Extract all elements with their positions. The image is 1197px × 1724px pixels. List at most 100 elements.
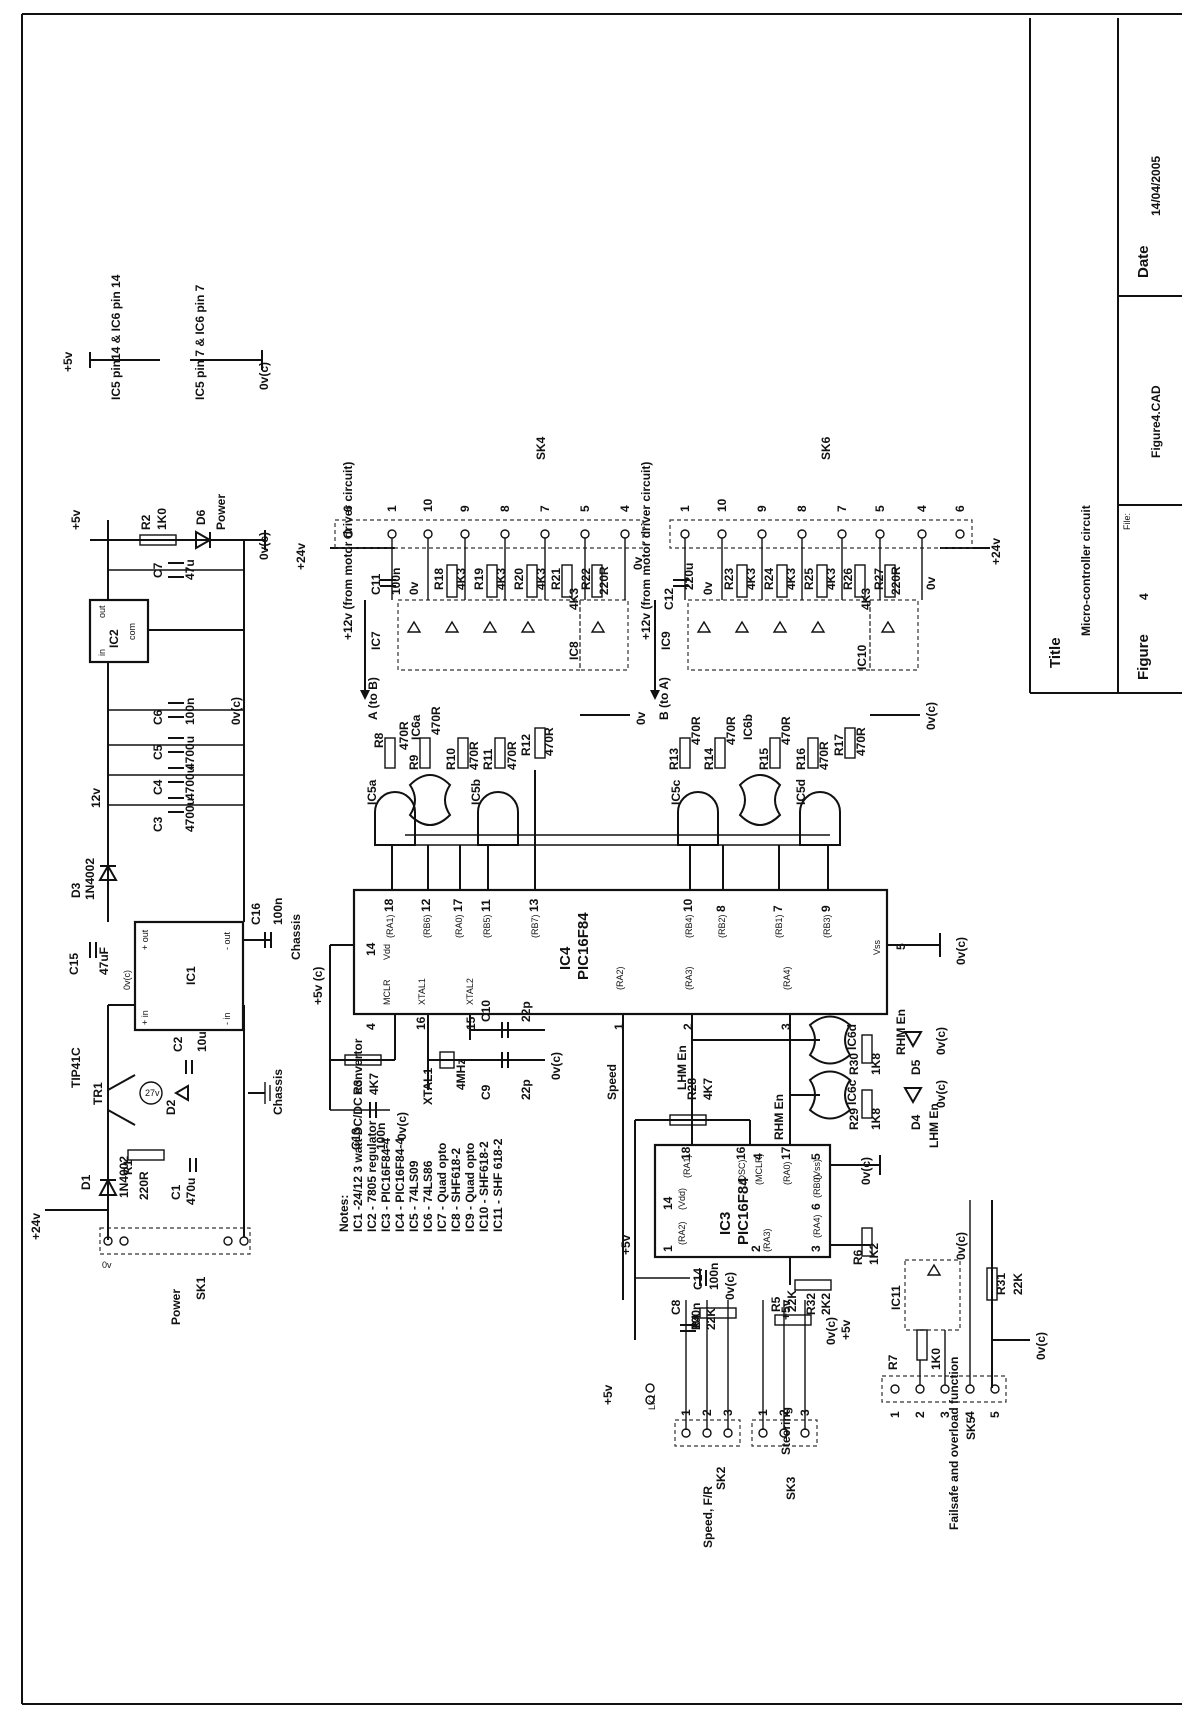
ic5b-gate xyxy=(477,791,519,846)
zener-marker xyxy=(139,1081,163,1105)
ic3-ra4: (RA4) xyxy=(812,1214,822,1238)
ic6c-xor-gate xyxy=(808,1070,852,1120)
r28-value: 4K7 xyxy=(701,1078,715,1100)
ic4-pin2: 2 xyxy=(681,1023,695,1030)
sk2-ref: SK2 xyxy=(714,1466,728,1490)
r13-value: 470R xyxy=(689,716,703,745)
ic3-pin17: 17 xyxy=(779,1146,793,1160)
chassis-label-2: Chassis xyxy=(289,914,303,960)
xtal-0vc: 0v(c) xyxy=(549,1052,563,1080)
led-0vc-2: 0v(c) xyxy=(934,1080,948,1108)
c2-ref: C2 xyxy=(171,1036,185,1052)
d3-value: 1N4002 xyxy=(83,858,97,900)
c10-ref: C10 xyxy=(479,1000,493,1022)
c15-ref: C15 xyxy=(67,953,81,975)
sk6-pin8: 8 xyxy=(795,505,809,512)
opto-a-0v: 0v xyxy=(634,711,648,725)
r18-value: 4K3 xyxy=(454,568,468,590)
sk5-pin5: 5 xyxy=(988,1411,1002,1418)
ic3-pin6: 6 xyxy=(809,1203,823,1210)
ic3-section: Speed LHM En RHM En IC6d IC6c R30 1K8 R2… xyxy=(601,1009,1048,1548)
title-value: Micro-controller circuit xyxy=(1079,505,1093,636)
ic3-rb0: (RB0) xyxy=(812,1174,822,1198)
ic7-quad-opto xyxy=(397,599,581,671)
d2-ref: D2 xyxy=(164,1099,178,1115)
r23-value: 4K3 xyxy=(744,568,758,590)
r16-value: 470R xyxy=(817,741,831,770)
c10-value: 22p xyxy=(519,1001,533,1022)
title-label: Title xyxy=(1047,637,1064,668)
ic3-pin4: 4 xyxy=(751,1153,765,1160)
ic1-out-p: + out xyxy=(140,929,150,950)
ic3-part: PIC16F84 xyxy=(735,1177,752,1245)
ic3-pin18: 18 xyxy=(679,1146,693,1160)
r26-value: 4K3 xyxy=(859,588,873,610)
sk1-label: Power xyxy=(169,1289,183,1325)
r30-value: 1K8 xyxy=(869,1053,883,1075)
sk4-connector xyxy=(334,519,644,549)
ic3-ra1: (RA1) xyxy=(682,1154,692,1178)
xtal1-crystal xyxy=(439,1051,455,1069)
c2-value: 10u xyxy=(195,1031,209,1052)
c14-value: 100n xyxy=(707,1263,721,1290)
note-line-9: IC9 - Quad opto xyxy=(463,1143,477,1232)
ic5c-gate xyxy=(677,791,719,846)
note-line-7: IC7 - Quad opto xyxy=(435,1143,449,1232)
v12-motor-a: +12v (from motor driver circuit) xyxy=(341,462,355,640)
sk6-pin10: 10 xyxy=(715,498,729,512)
d4-ref: D4 xyxy=(909,1114,923,1130)
v5c-label: +5v (c) xyxy=(311,967,325,1005)
r6-ref: R6 xyxy=(851,1249,865,1265)
r31-0vc: 0v(c) xyxy=(1034,1332,1048,1360)
date-label: Date xyxy=(1135,245,1152,278)
power-0vc-mid: 0v(c) xyxy=(229,697,243,725)
sk4-pin10: 10 xyxy=(421,498,435,512)
sk4-pin6: 6 xyxy=(341,505,355,512)
ic4-ra2: (RA2) xyxy=(615,966,625,990)
r15-ref: R15 xyxy=(757,748,771,770)
ic4-pin14: 14 xyxy=(364,942,378,956)
file-label: File: xyxy=(1122,513,1132,530)
r17-ref: R17 xyxy=(832,734,846,756)
sk5-pin4: 4 xyxy=(963,1411,977,1418)
r21-ref: R21 xyxy=(549,568,563,590)
ic2-com: com xyxy=(127,623,137,640)
ic3-pin16: 16 xyxy=(734,1146,748,1160)
c13-ref: C13 xyxy=(349,1128,363,1150)
r8-resistor xyxy=(384,737,396,769)
r16-ref: R16 xyxy=(794,748,808,770)
ic4-pin5: 5 xyxy=(894,943,908,950)
ic5b-ref: IC5b xyxy=(469,779,483,805)
sk4-pin4: 4 xyxy=(618,505,632,512)
ic6c-ref: IC6c xyxy=(845,1079,859,1105)
r6-value: 1K2 xyxy=(867,1243,881,1265)
r4-value: 22K xyxy=(704,1308,718,1330)
ic11-0vc: 0v(c) xyxy=(954,1232,968,1260)
led-0vc-1: 0v(c) xyxy=(934,1027,948,1055)
sk6-pin5: 5 xyxy=(873,505,887,512)
v12-motor-b: +12v (from motor driver circuit) xyxy=(639,462,653,640)
ic4-rb7: (RB7) xyxy=(530,914,540,938)
ic5a-ref: IC5a xyxy=(365,779,379,805)
ic3-ra2: (RA2) xyxy=(677,1221,687,1245)
ic4-pin9: 9 xyxy=(819,905,833,912)
c4-ref: C4 xyxy=(151,779,165,795)
v24-label-left: +24v xyxy=(29,1213,43,1240)
r11-value: 470R xyxy=(505,741,519,770)
figure-label: Figure xyxy=(1135,634,1152,680)
r20-ref: R20 xyxy=(512,568,526,590)
ic4-rb5: (RB5) xyxy=(482,914,492,938)
c7-value: 47u xyxy=(183,559,197,580)
opto-b-0v-top: 0v xyxy=(924,576,938,590)
note-line-11: IC11 - SHF 618-2 xyxy=(491,1138,505,1232)
r1-resistor xyxy=(127,1149,165,1161)
r10-ref: R10 xyxy=(444,748,458,770)
d6-power-led xyxy=(195,530,213,550)
c9-ref: C9 xyxy=(479,1084,493,1100)
note-line-10: IC10 - SHF618-2 xyxy=(477,1141,491,1232)
r9-ref: R9 xyxy=(407,754,421,770)
r4-ref: R4 xyxy=(689,1314,703,1330)
r1-ref: R1 xyxy=(121,1159,135,1175)
date-value: 14/04/2005 xyxy=(1149,156,1163,216)
r3-value: 4K7 xyxy=(367,1073,381,1095)
